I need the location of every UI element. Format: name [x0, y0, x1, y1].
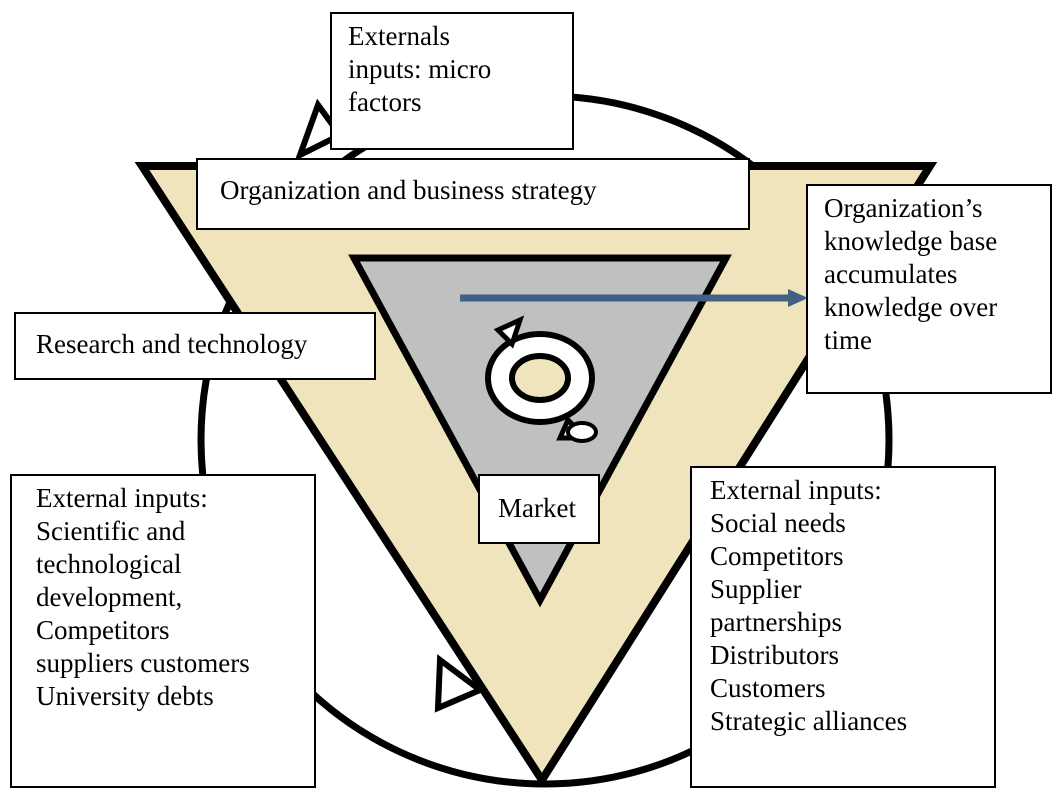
external-inputs-right-box: External inputs: Social needs Competitor…	[690, 466, 996, 788]
research-technology-label: Research and technology	[36, 329, 308, 359]
business-strategy-box: Organization and business strategy	[196, 158, 750, 230]
arrow-right-icon	[460, 289, 808, 307]
business-strategy-label: Organization and business strategy	[220, 175, 597, 205]
knowledge-base-line: Organization’s	[824, 193, 983, 223]
external-inputs-right-line: Social needs	[710, 508, 846, 538]
knowledge-base-line: knowledge base	[824, 226, 998, 256]
external-inputs-left-line: Scientific and	[36, 516, 186, 546]
inner-triangle	[348, 254, 732, 608]
market-label: Market	[498, 493, 576, 523]
external-inputs-left-line: technological	[36, 549, 182, 579]
circle-arrowhead-bottom-icon	[434, 654, 486, 713]
micro-factors-box: Externals inputs: micro factors	[330, 12, 574, 150]
external-inputs-left-line: Competitors	[36, 615, 170, 645]
external-inputs-right-line: Competitors	[710, 541, 844, 571]
external-inputs-right-line: Supplier	[710, 574, 802, 604]
external-inputs-left-line: development,	[36, 582, 183, 612]
circle-arrowhead-top-icon	[294, 98, 345, 162]
market-box: Market	[478, 474, 600, 544]
knowledge-base-line: accumulates	[824, 259, 958, 289]
circular-arrows-icon	[485, 315, 598, 443]
external-inputs-left-box: External inputs: Scientific and technolo…	[10, 474, 316, 788]
external-inputs-right-line: partnerships	[710, 607, 842, 637]
external-inputs-right-line: Distributors	[710, 640, 840, 670]
knowledge-base-line: knowledge over	[824, 292, 998, 322]
knowledge-base-box: Organization’s knowledge base accumulate…	[806, 184, 1052, 394]
external-inputs-left-line: University debts	[36, 681, 214, 711]
micro-factors-line: factors	[348, 87, 422, 117]
external-inputs-left-line: External inputs:	[36, 483, 208, 513]
external-inputs-left-line: suppliers customers	[36, 648, 250, 678]
knowledge-base-line: time	[824, 325, 872, 355]
external-inputs-right-line: External inputs:	[710, 475, 882, 505]
external-inputs-right-line: Strategic alliances	[710, 706, 908, 736]
research-technology-box: Research and technology	[14, 312, 376, 380]
external-inputs-right-line: Customers	[710, 673, 826, 703]
micro-factors-line: Externals	[348, 21, 450, 51]
micro-factors-line: inputs: micro	[348, 54, 492, 84]
